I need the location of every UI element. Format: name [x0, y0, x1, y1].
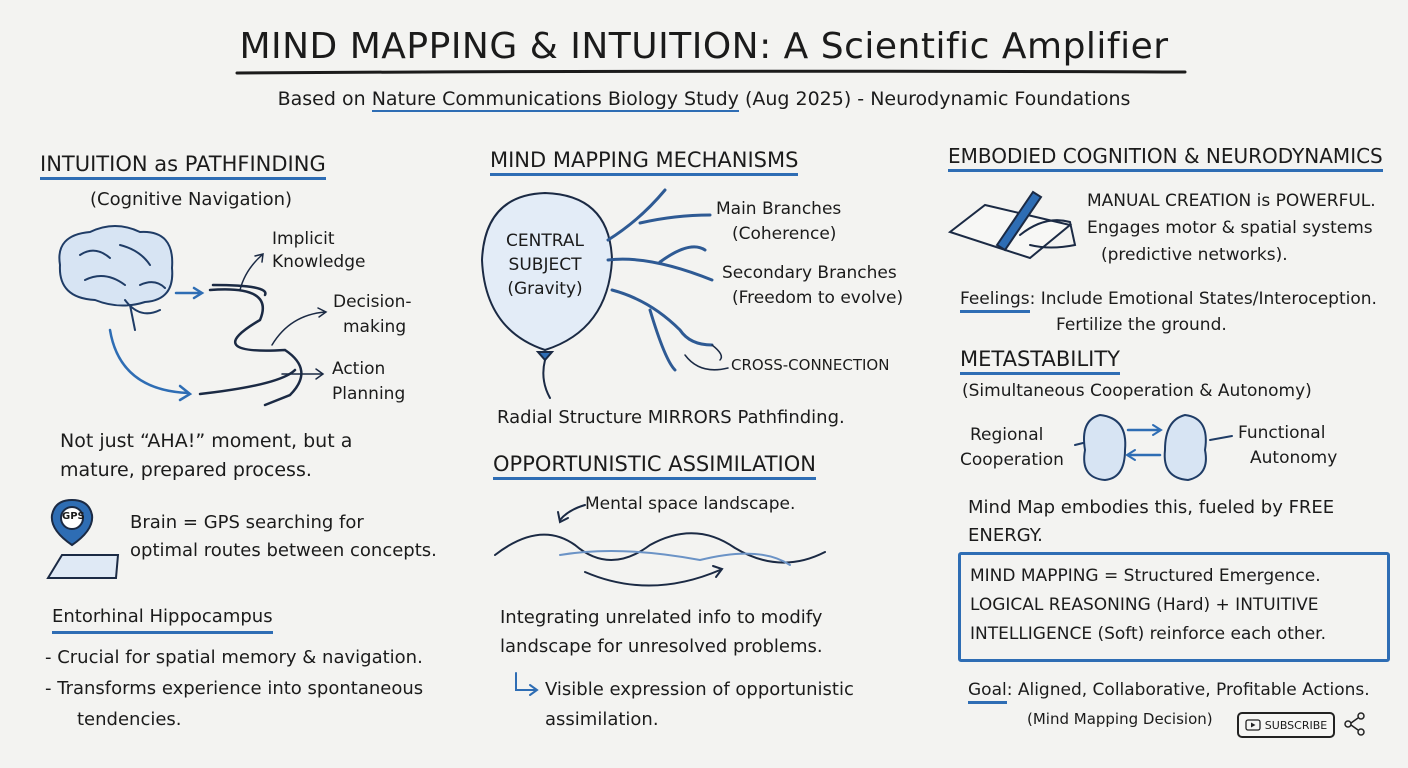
label-decision-making: Decision-making [333, 290, 412, 340]
goal-text: Goal: Aligned, Collaborative, Profitable… [968, 678, 1370, 704]
hippocampus-bullets: - Crucial for spatial memory & navigatio… [45, 642, 423, 735]
label-line: Cooperation [960, 450, 1064, 470]
label-line: Knowledge [272, 252, 366, 272]
landscape-label: Mental space landscape. [585, 494, 796, 514]
cross-connection-label: CROSS-CONNECTION [731, 356, 890, 374]
gps-text: Brain = GPS searching for optimal routes … [130, 509, 437, 565]
label-line: Implicit [272, 229, 335, 249]
play-icon [1245, 719, 1261, 731]
page-title: MIND MAPPING & INTUITION: A Scientific A… [239, 26, 1169, 67]
cross-connection-arrow [684, 344, 729, 371]
aha-text: Not just “AHA!” moment, but a mature, pre… [60, 427, 352, 485]
feelings-text: Feelings: Include Emotional States/Inter… [960, 286, 1377, 338]
share-icon[interactable] [1343, 712, 1367, 736]
intuition-heading: INTUITION as PATHFINDING [40, 152, 326, 180]
feelings-label: Feelings [960, 289, 1030, 313]
label-line: Action [332, 359, 386, 379]
mechanisms-heading: MIND MAPPING MECHANISMS [490, 148, 799, 176]
bullet-item: tendencies. [77, 709, 182, 730]
box-line: INTELLIGENCE (Soft) reinforce each other… [970, 624, 1326, 644]
gps-badge: GPS [62, 511, 85, 522]
label-line: (Freedom to evolve) [732, 288, 904, 308]
manual-creation-text: MANUAL CREATION is POWERFUL. Engages moto… [1087, 188, 1376, 269]
bullet-item: - Transforms experience into spontaneous [45, 678, 424, 699]
title-underline [235, 69, 1187, 75]
aha-line: Not just “AHA!” moment, but a [60, 430, 353, 452]
visible-expression-text: Visible expression of opportunistic assim… [545, 675, 854, 735]
text-line: ENERGY. [968, 525, 1043, 546]
box-line: MIND MAPPING = Structured Emergence. [970, 566, 1321, 586]
text-line: Engages motor & spatial systems [1087, 218, 1373, 238]
aha-line: mature, prepared process. [60, 459, 312, 481]
two-brains-icon [1074, 413, 1233, 482]
text-line: Fertilize the ground. [1056, 315, 1227, 335]
bullet-item: - Crucial for spatial memory & navigatio… [45, 647, 423, 668]
label-line: Main Branches [716, 199, 842, 219]
intuition-subheading: (Cognitive Navigation) [90, 189, 293, 210]
subtitle-suffix: (Aug 2025) - Neurodynamic Foundations [738, 88, 1131, 110]
return-arrow-icon [515, 672, 539, 696]
text-line: landscape for unresolved problems. [500, 636, 823, 657]
text-line: Mind Map embodies this, fueled by FREE [968, 497, 1335, 518]
central-balloon [480, 191, 614, 399]
metastability-heading: METASTABILITY [960, 347, 1120, 375]
page-subtitle: Based on Nature Communications Biology S… [0, 88, 1408, 112]
subscribe-label: SUBSCRIBE [1264, 718, 1328, 732]
hippocampus-heading: Entorhinal Hippocampus [52, 604, 273, 634]
gps-line: Brain = GPS searching for [130, 512, 364, 533]
structured-emergence-box [958, 552, 1390, 662]
embodied-heading: EMBODIED COGNITION & NEURODYNAMICS [948, 144, 1383, 172]
branch-lines [606, 188, 714, 372]
label-line: Secondary Branches [722, 263, 897, 283]
pen-writing-icon [947, 190, 1077, 260]
central-subject: CENTRAL SUBJECT (Gravity) [500, 229, 590, 301]
text-line: Visible expression of opportunistic [545, 679, 854, 700]
goal-label: Goal [968, 680, 1007, 704]
brain-icon [58, 225, 174, 331]
label-line: (Coherence) [732, 224, 837, 244]
goal-subtext: (Mind Mapping Decision) [1027, 710, 1213, 728]
secondary-branches-label: Secondary Branches (Freedom to evolve) [722, 261, 903, 311]
box-line: LOGICAL REASONING (Hard) + INTUITIVE [970, 595, 1319, 615]
study-source: Nature Communications Biology Study [371, 88, 739, 112]
text-line: : Include Emotional States/Interoception… [1029, 289, 1377, 309]
central-line: (Gravity) [507, 279, 583, 299]
gps-pin-icon [46, 498, 120, 579]
text-line: MANUAL CREATION is POWERFUL. [1087, 191, 1376, 211]
text-line: Integrating unrelated info to modify [500, 607, 823, 628]
label-line: making [343, 317, 407, 337]
subscribe-button[interactable]: SUBSCRIBE [1237, 712, 1335, 738]
label-line: Regional [970, 425, 1044, 445]
path-arrows [108, 253, 328, 407]
metastability-subheading: (Simultaneous Cooperation & Autonomy) [962, 381, 1312, 401]
central-line: CENTRAL [506, 231, 584, 251]
label-line: Autonomy [1250, 448, 1338, 468]
text-line: assimilation. [545, 709, 659, 730]
label-line: Decision- [333, 292, 412, 312]
text-line: (predictive networks). [1101, 245, 1288, 265]
label-line: Functional [1238, 423, 1326, 443]
main-branches-label: Main Branches (Coherence) [716, 197, 841, 247]
gps-line: optimal routes between concepts. [130, 540, 437, 561]
embodies-text: Mind Map embodies this, fueled by FREE EN… [968, 494, 1334, 550]
label-line: Planning [332, 384, 406, 404]
integrating-text: Integrating unrelated info to modify land… [500, 603, 823, 661]
subtitle-prefix: Based on [277, 88, 372, 110]
structured-emergence-text: MIND MAPPING = Structured Emergence. LOGI… [970, 562, 1326, 649]
opportunistic-heading: OPPORTUNISTIC ASSIMILATION [493, 452, 816, 480]
goal-value: : Aligned, Collaborative, Profitable Act… [1006, 680, 1370, 700]
landscape-drawing [494, 504, 826, 587]
central-line: SUBJECT [508, 255, 582, 275]
radial-structure-text: Radial Structure MIRRORS Pathfinding. [497, 407, 845, 428]
